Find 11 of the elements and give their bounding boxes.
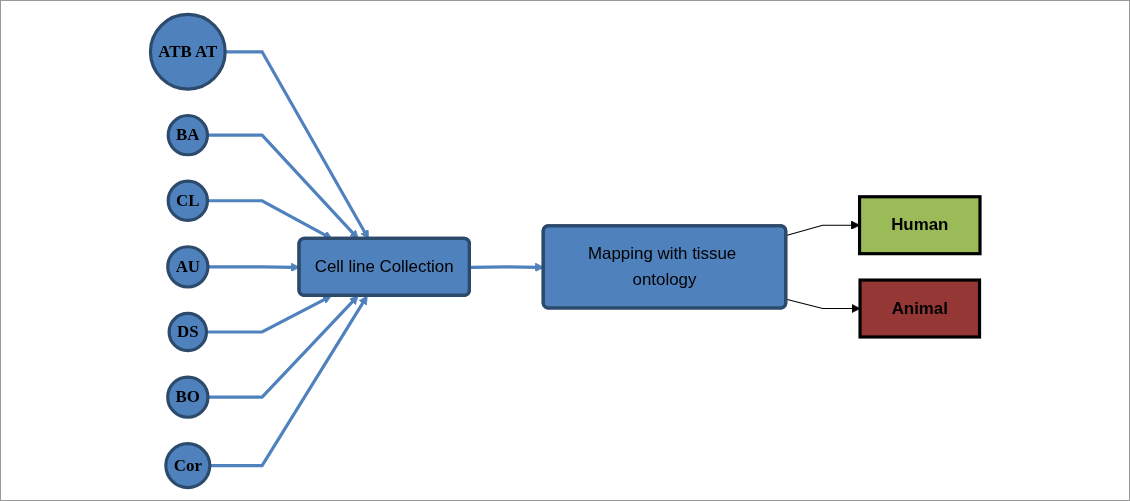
node-circle: BA	[166, 113, 209, 156]
node-circle: ATB AT	[148, 12, 227, 91]
node-circle: BO	[165, 375, 210, 419]
arrow	[209, 294, 368, 467]
node-circle: Cor	[164, 441, 212, 489]
node-circle: AU	[165, 244, 210, 289]
node-box: Animal	[858, 277, 981, 339]
node-circle: DS	[167, 311, 208, 352]
node-circle: CL	[166, 179, 209, 222]
node-box: Human	[857, 194, 982, 255]
arrow	[207, 294, 359, 399]
